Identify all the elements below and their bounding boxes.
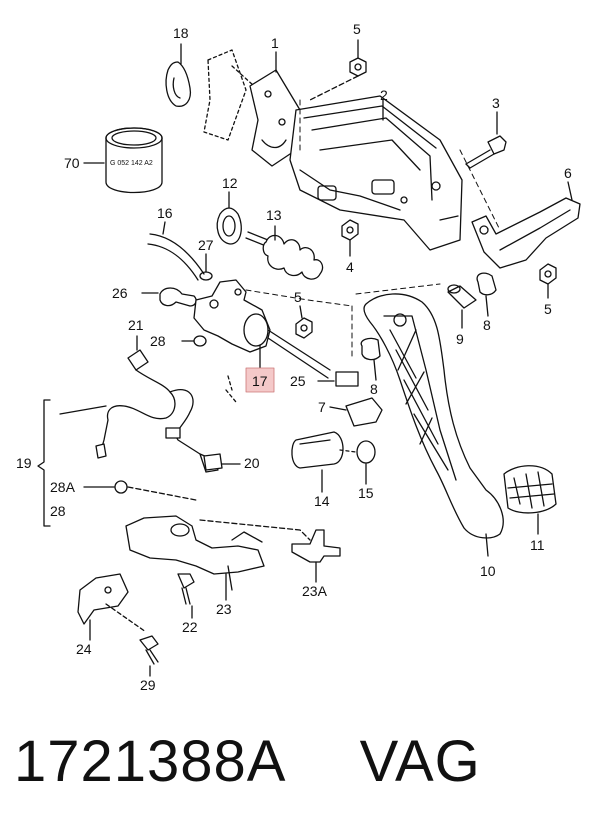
callout-25: 25 <box>290 373 306 389</box>
callout-27: 27 <box>198 237 214 253</box>
bracket-part-1 <box>203 49 301 167</box>
pad-part-11 <box>503 465 557 535</box>
hose-part-16 <box>147 221 205 281</box>
callout-8-left: 8 <box>370 381 378 397</box>
master-cylinder-part-17 <box>193 279 331 379</box>
callout-19: 19 <box>16 455 32 471</box>
slave-cylinder-part-23 <box>125 515 311 601</box>
callout-3: 3 <box>492 95 500 111</box>
tee-fitting-part-23A <box>291 529 341 583</box>
callout-20: 20 <box>244 455 260 471</box>
callout-8-right: 8 <box>483 317 491 333</box>
bracket-part-6 <box>471 181 581 269</box>
callout-2: 2 <box>380 87 388 103</box>
part-number: 1721388A <box>14 729 287 794</box>
callout-14: 14 <box>314 493 330 509</box>
callout-16: 16 <box>157 205 173 221</box>
callout-22: 22 <box>182 619 198 635</box>
callout-9: 9 <box>456 331 464 347</box>
washer-part-15 <box>339 440 376 485</box>
callout-5-right: 5 <box>544 301 552 317</box>
callout-labels: 18 1 5 2 3 70 12 13 16 27 4 6 26 5 8 5 9… <box>16 21 572 693</box>
brand-name: VAG <box>359 729 481 794</box>
oring-part-28-top <box>181 335 207 347</box>
callout-1: 1 <box>271 35 279 51</box>
bearing-label: G 052 142 A2 <box>110 160 153 167</box>
oring-part-28A <box>83 480 197 501</box>
callout-15: 15 <box>358 485 374 501</box>
bolt-part-3 <box>465 111 507 169</box>
nut-part-5-right <box>539 263 557 299</box>
highlight-box-part-17 <box>245 367 275 393</box>
callout-28-bottom: 28 <box>50 503 66 519</box>
nut-part-5-top <box>309 39 367 101</box>
callout-17: 17 <box>252 373 268 389</box>
bolt-part-29 <box>139 635 159 677</box>
bracket-part-24 <box>77 573 147 641</box>
callout-5-center: 5 <box>294 289 302 305</box>
brace-part-19 <box>37 399 51 527</box>
callout-23A: 23A <box>302 583 328 599</box>
callout-24: 24 <box>76 641 92 657</box>
stop-part-14 <box>291 431 344 493</box>
switch-part-25 <box>317 371 359 387</box>
callout-4: 4 <box>346 259 354 275</box>
assembly-lines <box>245 99 501 359</box>
callout-18: 18 <box>173 25 189 41</box>
cap-part-7 <box>329 397 383 427</box>
pedal-part-10 <box>363 293 504 557</box>
callout-21: 21 <box>128 317 144 333</box>
callout-11: 11 <box>530 537 545 553</box>
callout-10: 10 <box>480 563 496 579</box>
bushing-part-8-right <box>476 272 497 317</box>
clip-part-8-left <box>360 337 381 381</box>
callout-5-top: 5 <box>353 21 361 37</box>
callout-28A: 28A <box>50 479 76 495</box>
callout-29: 29 <box>140 677 156 693</box>
part-footer: 1721388A VAG <box>14 728 481 795</box>
callout-23: 23 <box>216 601 232 617</box>
callout-13: 13 <box>266 207 282 223</box>
clip-part-18 <box>165 43 192 107</box>
callout-26: 26 <box>112 285 128 301</box>
nut-part-4 <box>341 219 359 257</box>
clamp-part-27 <box>199 253 213 281</box>
callout-28-top: 28 <box>150 333 166 349</box>
spring-clip-part-26 <box>141 287 197 307</box>
callout-70: 70 <box>64 155 80 171</box>
boot-part-13 <box>245 225 324 280</box>
connector-part-21 <box>127 335 149 371</box>
nut-part-5-center <box>295 305 313 339</box>
bushing-part-9 <box>447 284 477 329</box>
clip-part-20 <box>203 453 241 471</box>
callout-12: 12 <box>222 175 238 191</box>
housing-part-2 <box>289 95 463 251</box>
parts-diagram: 18 1 5 2 3 70 12 13 16 27 4 6 26 5 8 5 9… <box>16 21 581 693</box>
bolt-part-22 <box>177 573 195 619</box>
bearing-part-70 <box>83 127 163 194</box>
grommet-part-12 <box>216 191 242 245</box>
callout-6: 6 <box>564 165 572 181</box>
callout-7: 7 <box>318 399 326 415</box>
